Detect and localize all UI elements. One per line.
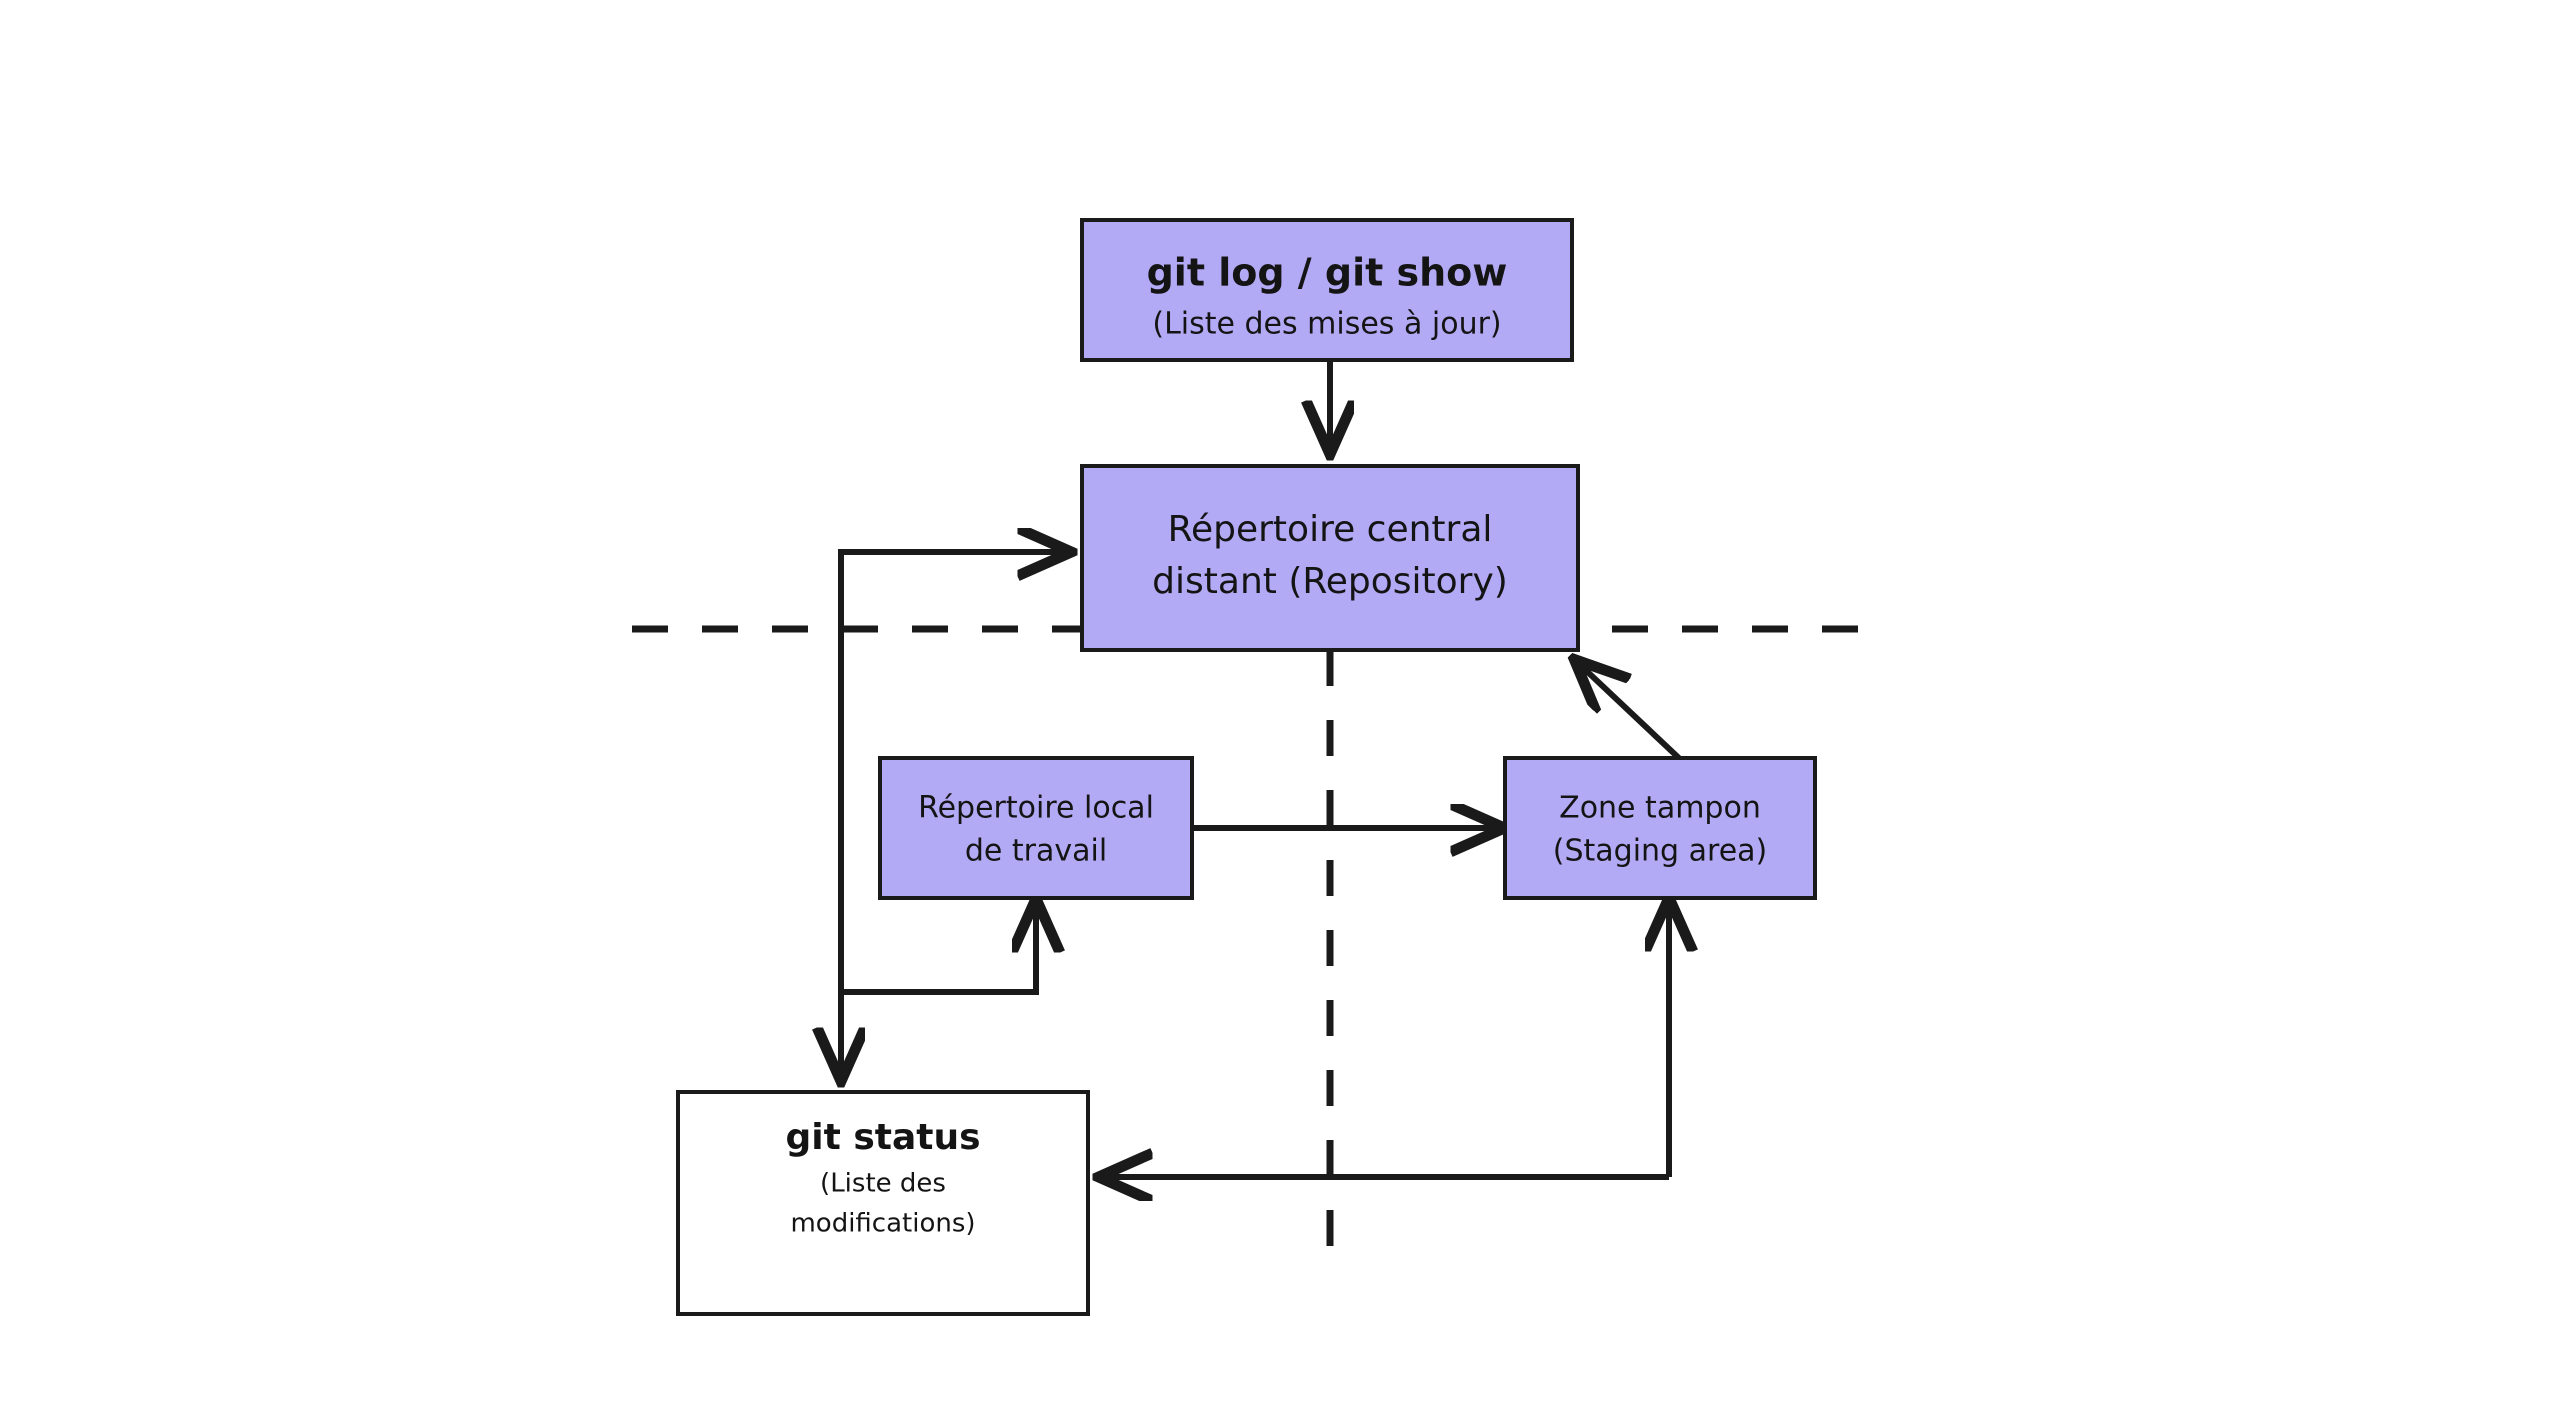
git-log-show-subtitle: (Liste des mises à jour)	[1152, 307, 1501, 342]
repository-node[interactable]: Répertoire central distant (Repository)	[1080, 464, 1580, 652]
git-status-title: git status	[785, 1117, 980, 1158]
repository-title-line1: Répertoire central	[1168, 509, 1493, 550]
git-status-node[interactable]: git status (Liste des modifications)	[676, 1090, 1090, 1316]
git-status-subtitle-line1: (Liste des	[820, 1169, 946, 1199]
repository-title-line2: distant (Repository)	[1152, 561, 1508, 602]
working-directory-line2: de travail	[965, 834, 1107, 869]
staging-area-line2: (Staging area)	[1553, 834, 1767, 869]
staging-area-node[interactable]: Zone tampon (Staging area)	[1503, 756, 1817, 900]
git-log-show-node[interactable]: git log / git show (Liste des mises à jo…	[1080, 218, 1574, 362]
git-log-show-title: git log / git show	[1147, 251, 1508, 295]
git-status-subtitle-line2: modifications)	[790, 1209, 975, 1239]
edge-repository-to-working-directory	[841, 901, 1036, 995]
working-directory-line1: Répertoire local	[918, 791, 1154, 826]
git-log-show-box[interactable]	[1080, 218, 1574, 362]
staging-area-box[interactable]	[1503, 756, 1817, 900]
working-directory-box[interactable]	[878, 756, 1194, 900]
git-status-box[interactable]	[676, 1090, 1090, 1316]
edge-staging-area-to-repository	[1576, 661, 1684, 763]
working-directory-node[interactable]: Répertoire local de travail	[878, 756, 1194, 900]
repository-box[interactable]	[1080, 464, 1580, 652]
staging-area-line1: Zone tampon	[1559, 791, 1761, 826]
